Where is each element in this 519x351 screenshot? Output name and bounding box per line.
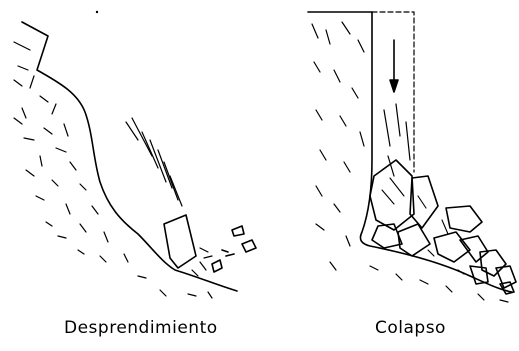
- caption-colapso: Colapso: [375, 318, 446, 338]
- rockfall-panel: [14, 11, 256, 298]
- fragment: [226, 254, 234, 256]
- debris-block: [398, 224, 430, 256]
- debris-block: [410, 176, 438, 228]
- fragment: [232, 226, 244, 236]
- fragment: [242, 240, 256, 252]
- fragment: [212, 260, 222, 272]
- debris-block: [480, 250, 506, 276]
- debris-block: [460, 236, 488, 262]
- caption-desprendimiento: Desprendimiento: [64, 318, 218, 338]
- debris-block: [470, 266, 488, 284]
- collapse-panel: [308, 12, 516, 302]
- debris-block: [496, 266, 516, 288]
- debris-block: [446, 206, 482, 232]
- fall-trail-lines: [126, 118, 182, 206]
- collapse-arrow: [390, 40, 398, 92]
- left-slope-texture: [14, 42, 212, 298]
- falling-block: [164, 215, 196, 268]
- fragment: [222, 250, 228, 252]
- former-column-outline: [372, 12, 414, 172]
- speck-mark: [96, 11, 98, 13]
- rebound-fragments: [212, 226, 256, 272]
